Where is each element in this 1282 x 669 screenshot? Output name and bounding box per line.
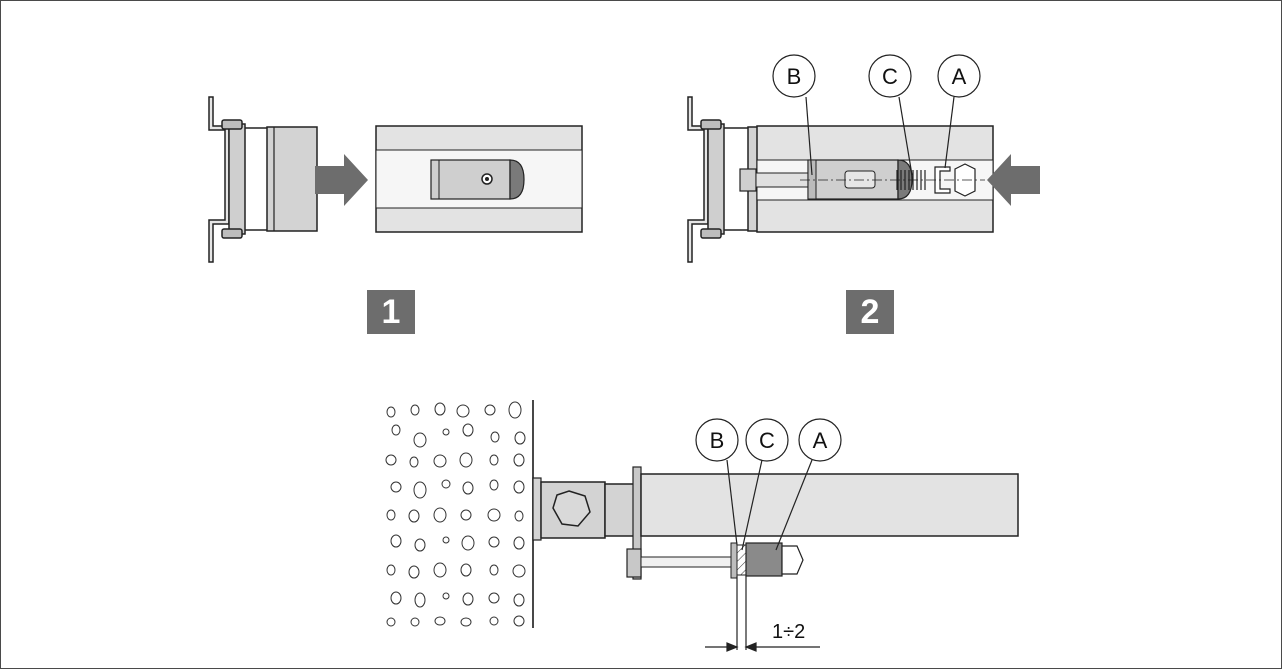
detail-illustration: B C A 1÷2 — [385, 400, 1019, 652]
insert-arrow — [315, 154, 368, 206]
gap-dimension-label: 1÷2 — [772, 621, 805, 643]
step-2-illustration: B C A — [687, 54, 1040, 263]
gate-beam-detail — [640, 473, 1019, 537]
masonry-wall — [385, 400, 534, 628]
step-1-badge: 1 — [367, 290, 415, 334]
step-2-badge: 2 — [846, 290, 894, 334]
step-2-callouts — [772, 54, 981, 176]
callout-a-label: A — [952, 64, 967, 89]
hinge-pin-hex — [552, 490, 591, 527]
callout-c-label: C — [882, 64, 898, 89]
detail-callouts — [695, 418, 842, 551]
gate-beam — [375, 125, 583, 233]
detail-callout-b-label: B — [710, 428, 725, 453]
callout-b-label: B — [787, 64, 802, 89]
wall-bracket-2 — [687, 96, 760, 263]
gap-dimension — [705, 576, 820, 652]
wall-bracket — [208, 96, 270, 263]
detail-callout-c-label: C — [759, 428, 775, 453]
detail-callout-a-label: A — [813, 428, 828, 453]
hinge-block — [266, 126, 318, 232]
push-arrow — [987, 154, 1040, 206]
step-1-illustration — [208, 96, 583, 263]
